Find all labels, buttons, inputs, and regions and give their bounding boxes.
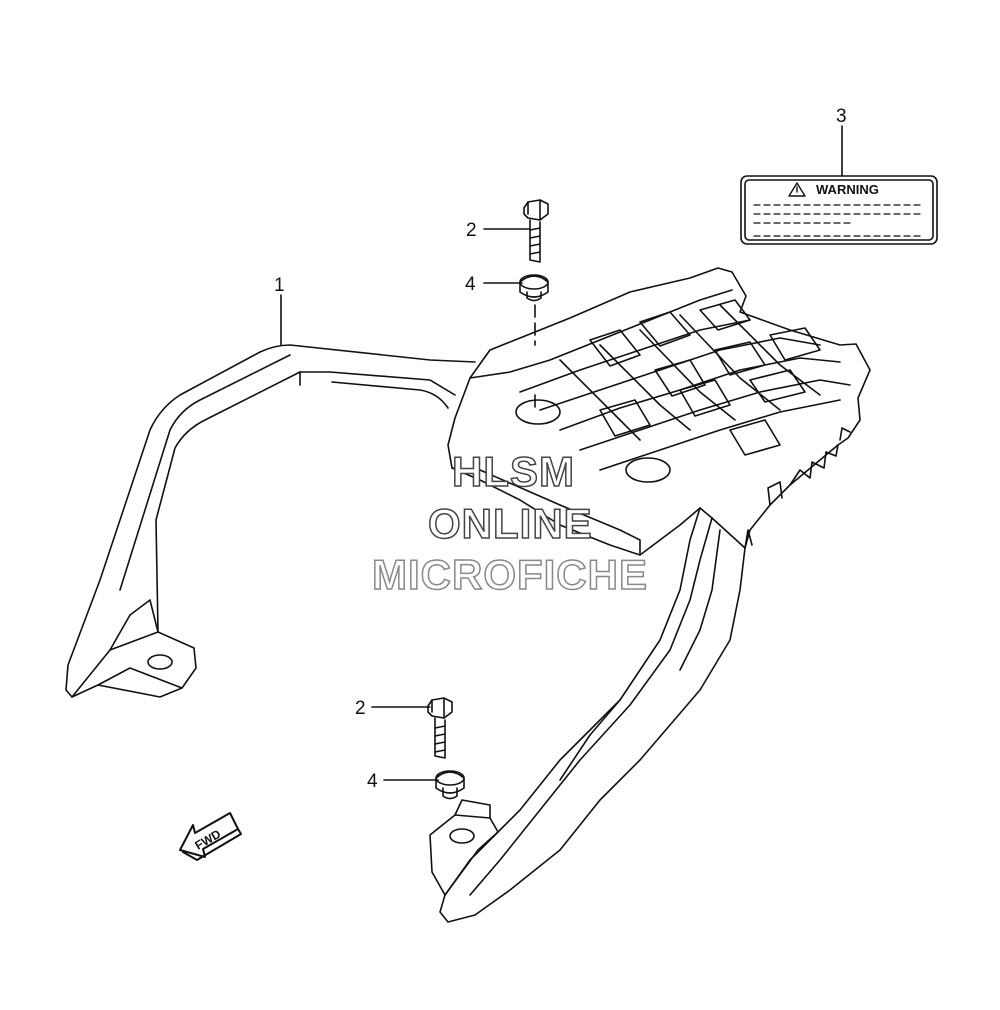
- collar-top[interactable]: [519, 274, 549, 302]
- bolt-top[interactable]: [523, 199, 549, 263]
- warning-label[interactable]: [740, 175, 938, 245]
- watermark-line-2: ONLINE: [427, 499, 593, 548]
- watermark-line-3: MICROFICHE: [371, 550, 648, 599]
- callout-1: 1: [274, 275, 285, 296]
- warning-title: WARNING: [816, 182, 879, 197]
- callout-2-top: 2: [466, 220, 477, 241]
- fwd-arrow-icon: [179, 812, 242, 861]
- callout-4-top: 4: [465, 274, 476, 295]
- carrier-grab-rail[interactable]: [65, 267, 871, 923]
- collar-bottom[interactable]: [435, 770, 465, 800]
- warning-triangle-icon: [788, 182, 806, 197]
- bolt-bottom[interactable]: [427, 697, 453, 759]
- callout-4-bottom: 4: [367, 771, 378, 792]
- watermark-line-1: HLSM: [451, 447, 575, 496]
- callout-2-bottom: 2: [355, 698, 366, 719]
- callout-3: 3: [836, 106, 847, 127]
